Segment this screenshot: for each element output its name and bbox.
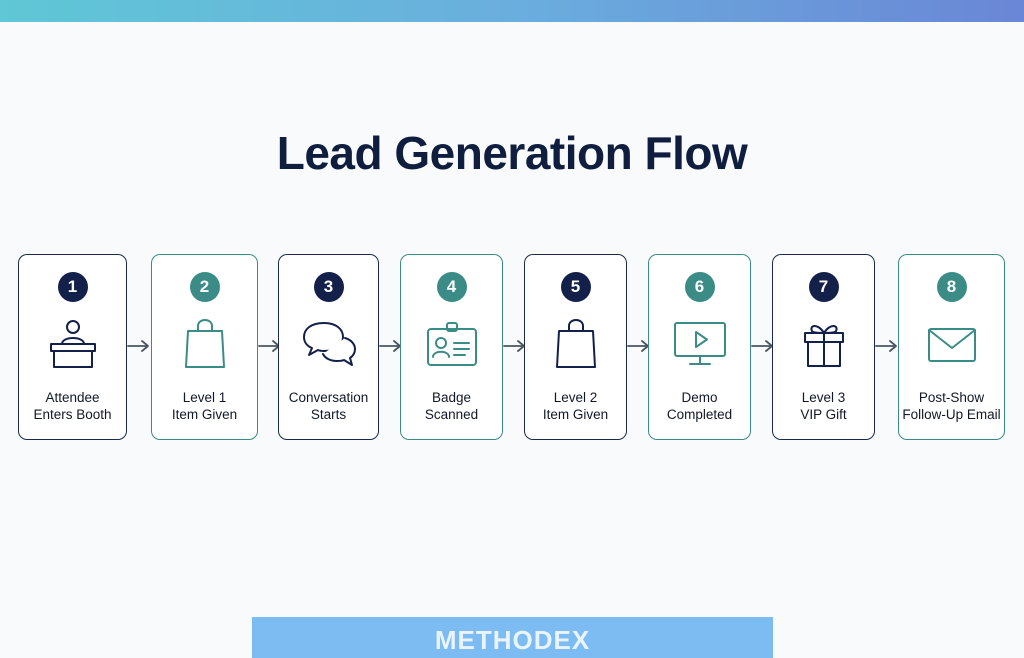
step-label-line2: Scanned xyxy=(424,407,479,422)
page-title: Lead Generation Flow xyxy=(276,127,748,179)
booth-desk-icon xyxy=(43,317,103,371)
top-gradient-bar xyxy=(0,0,1024,22)
step-label-line2: Starts xyxy=(310,407,347,422)
shopping-bag-icon xyxy=(546,317,606,371)
step-label-line2: Item Given xyxy=(542,407,609,422)
step-number-badge: 5 xyxy=(560,272,591,302)
step-card-2: 2 Level 1 Item Given xyxy=(151,254,258,440)
step-label-line1: Conversation xyxy=(288,390,369,405)
step-label-line1: Level 1 xyxy=(182,390,227,405)
shopping-bag-icon xyxy=(175,317,235,371)
step-card-8: 8 Post-Show Follow-Up Email xyxy=(898,254,1005,440)
brand-logo: METHODEX xyxy=(434,625,591,655)
gift-icon xyxy=(794,317,854,371)
flow-arrow xyxy=(127,339,151,353)
step-number-badge: 1 xyxy=(57,272,88,302)
chat-bubbles-icon xyxy=(299,317,359,371)
step-label-line2: Enters Booth xyxy=(33,407,112,422)
step-number-badge: 8 xyxy=(936,272,967,302)
step-number-badge: 3 xyxy=(313,272,344,302)
step-card-4: 4 Badge Scanned xyxy=(400,254,503,440)
step-card-3: 3 Conversation Starts xyxy=(278,254,379,440)
step-label-line2: Follow-Up Email xyxy=(902,407,1001,422)
step-card-5: 5 Level 2 Item Given xyxy=(524,254,627,440)
step-label-line1: Badge xyxy=(431,390,472,405)
step-card-7: 7 Level 3 VIP Gift xyxy=(772,254,875,440)
step-label-line1: Demo xyxy=(681,390,718,405)
step-card-1: 1 Attendee Enters Booth xyxy=(18,254,127,440)
step-label-line1: Post-Show xyxy=(918,390,985,405)
step-number-badge: 6 xyxy=(684,272,715,302)
step-label-line1: Level 2 xyxy=(553,390,598,405)
footer-banner: METHODEX xyxy=(252,617,773,658)
step-label-line1: Level 3 xyxy=(801,390,846,405)
step-label-line2: Item Given xyxy=(171,407,238,422)
step-number-badge: 4 xyxy=(436,272,467,302)
monitor-play-icon xyxy=(670,317,730,371)
id-badge-icon xyxy=(422,317,482,371)
step-label-line2: Completed xyxy=(666,407,733,422)
step-number-badge: 2 xyxy=(189,272,220,302)
envelope-icon xyxy=(922,317,982,371)
step-label-line2: VIP Gift xyxy=(800,407,847,422)
step-card-6: 6 Demo Completed xyxy=(648,254,751,440)
step-number-badge: 7 xyxy=(808,272,839,302)
step-label-line1: Attendee xyxy=(45,390,100,405)
flow-arrow xyxy=(875,339,899,353)
